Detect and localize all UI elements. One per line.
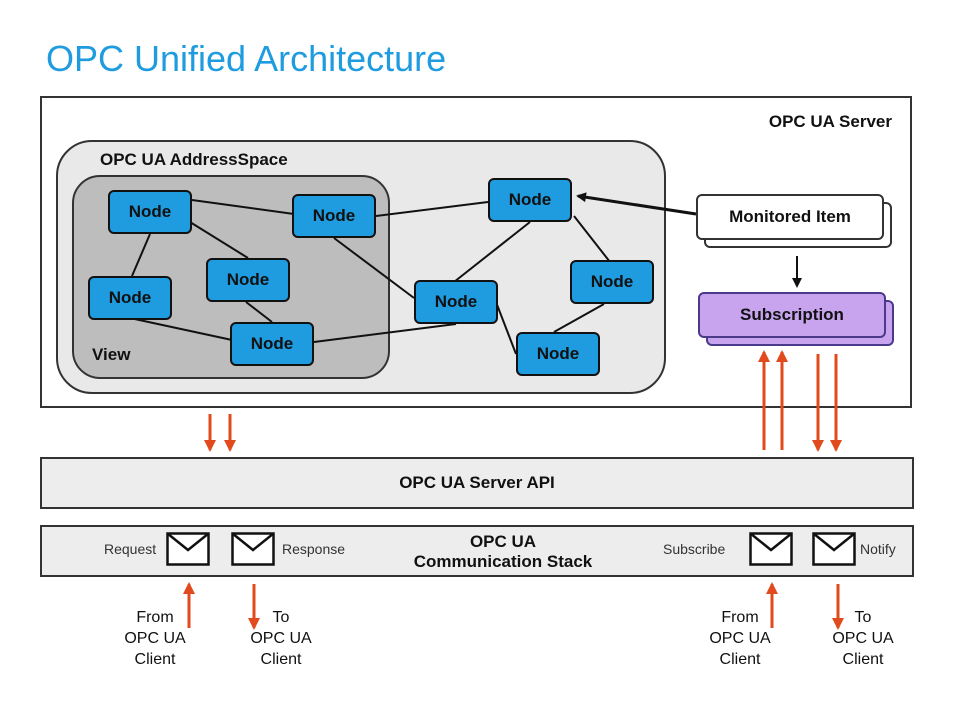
node-9: Node xyxy=(516,332,600,376)
response-envelope-icon xyxy=(231,532,275,566)
server-label: OPC UA Server xyxy=(768,112,892,131)
subscription: Subscription xyxy=(698,292,886,338)
node-1: Node xyxy=(108,190,192,234)
node-5: Node xyxy=(488,178,572,222)
from-client-left: From OPC UA Client xyxy=(124,609,186,668)
subscribe-envelope-icon xyxy=(749,532,793,566)
node-8: Node xyxy=(570,260,654,304)
request-envelope-icon xyxy=(166,532,210,566)
monitored-item: Monitored Item xyxy=(696,194,884,240)
node-4: Node xyxy=(88,276,172,320)
request-label: Request xyxy=(104,541,157,557)
subscribe-label: Subscribe xyxy=(663,541,726,557)
stack-title-line2: Communication Stack xyxy=(413,552,593,571)
view-label: View xyxy=(92,345,131,364)
communication-stack-title: OPC UA Communication Stack xyxy=(390,532,616,572)
node-7: Node xyxy=(414,280,498,324)
notify-envelope-icon xyxy=(812,532,856,566)
page-title: OPC Unified Architecture xyxy=(46,38,447,79)
stack-title-line1: OPC UA xyxy=(469,532,537,551)
notify-label: Notify xyxy=(860,541,896,557)
node-6: Node xyxy=(230,322,314,366)
from-client-right: From OPC UA Client xyxy=(709,609,771,668)
to-client-right: To OPC UA Client xyxy=(832,609,894,668)
address-space-label: OPC UA AddressSpace xyxy=(100,150,288,169)
server-api-bar: OPC UA Server API xyxy=(40,457,914,509)
node-2: Node xyxy=(292,194,376,238)
node-3: Node xyxy=(206,258,290,302)
to-client-left: To OPC UA Client xyxy=(250,609,312,668)
response-label: Response xyxy=(282,541,346,557)
